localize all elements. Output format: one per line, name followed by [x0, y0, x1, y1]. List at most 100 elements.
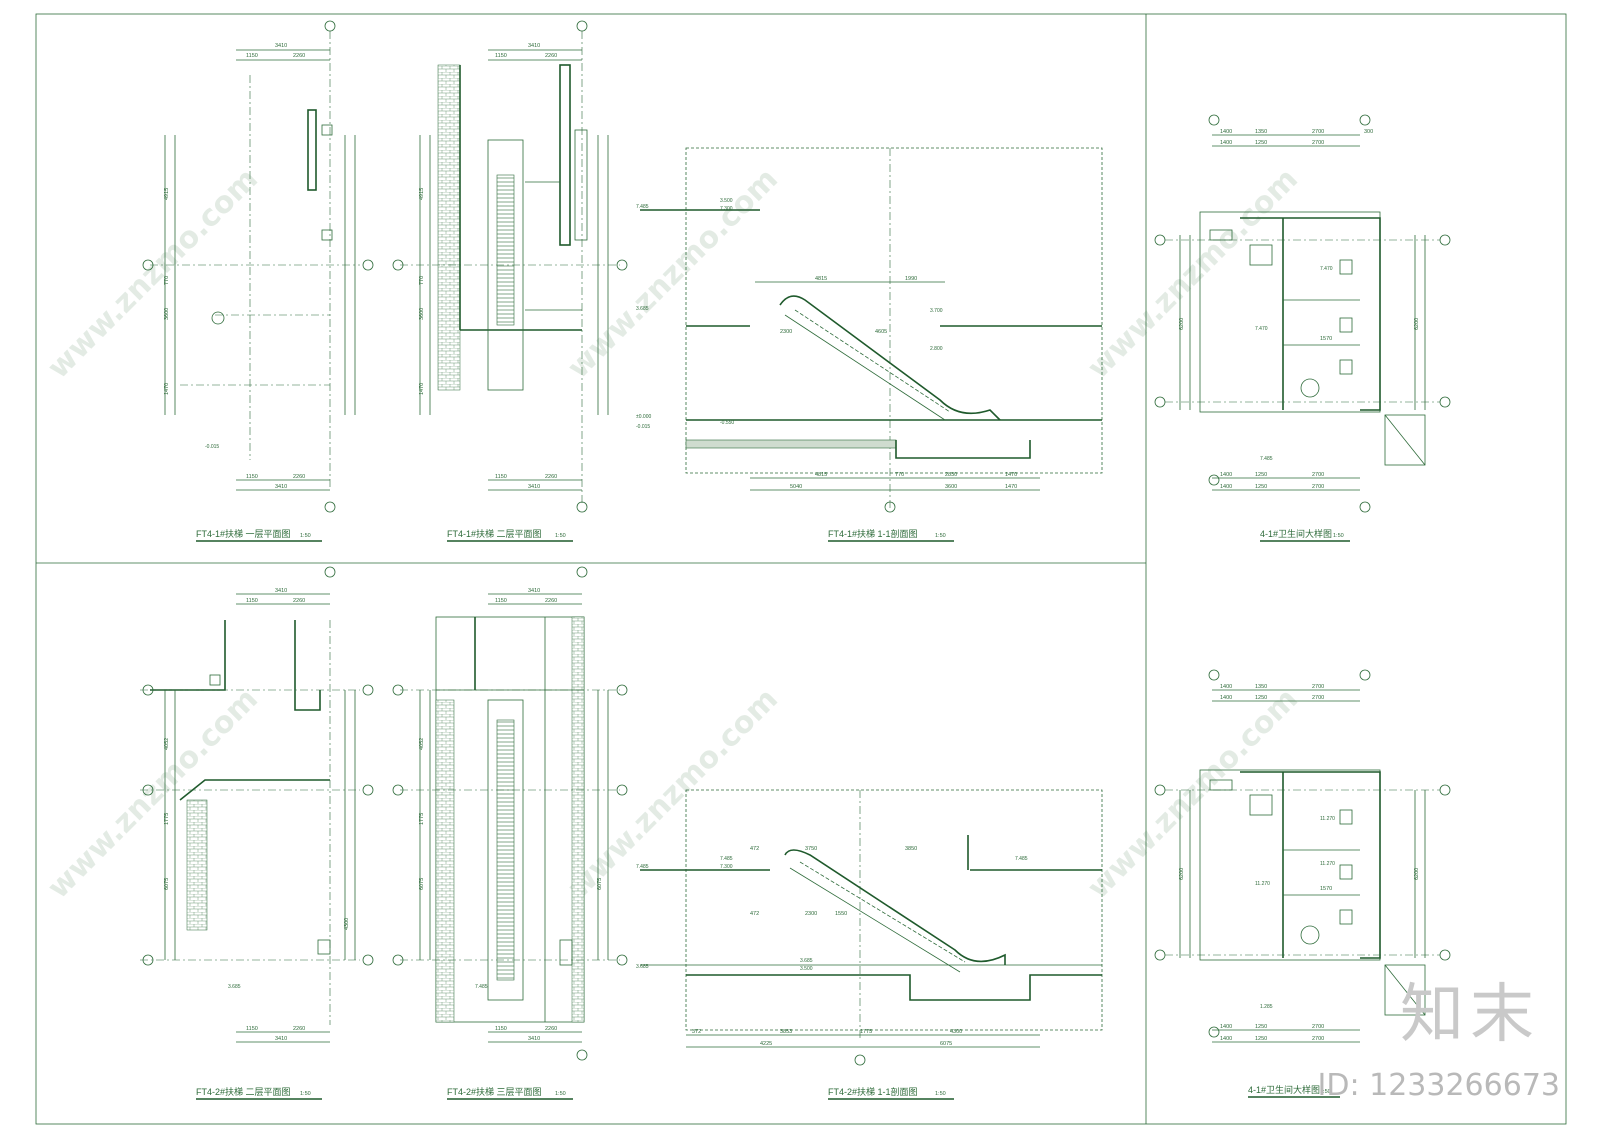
section-ft42: 7.485 3.685 7.485 7.300 7.485 3.685 3.50…: [636, 789, 1103, 1100]
sheet-frame: [35, 13, 1567, 1125]
svg-text:1250: 1250: [1255, 472, 1267, 478]
image-id-text: ID: 1233266673: [1317, 1068, 1560, 1103]
svg-text:7.300: 7.300: [720, 206, 733, 212]
svg-text:-0.550: -0.550: [720, 420, 734, 426]
svg-text:±0.000: ±0.000: [636, 414, 651, 420]
dim-h3: 3600: [164, 308, 170, 320]
svg-text:1470: 1470: [1005, 484, 1017, 490]
svg-text:7.485: 7.485: [1015, 856, 1028, 862]
svg-text:3.685: 3.685: [636, 306, 649, 312]
dim-h4: 1470: [164, 383, 170, 395]
svg-text:4225: 4225: [760, 1041, 772, 1047]
svg-text:6200: 6200: [1414, 868, 1420, 880]
svg-text:7.485: 7.485: [475, 984, 488, 990]
svg-text:1150: 1150: [246, 598, 258, 604]
svg-text:1250: 1250: [1255, 1036, 1267, 1042]
svg-text:2700: 2700: [1312, 684, 1324, 690]
svg-text:3.500: 3.500: [800, 966, 813, 972]
section-ft41: 7.485 3.685 ±0.000 -0.015 -0.550 3.700 2…: [636, 147, 1103, 542]
svg-text:7.485: 7.485: [1260, 456, 1273, 462]
svg-text:1775: 1775: [419, 813, 425, 825]
svg-text:2.800: 2.800: [930, 346, 943, 352]
svg-text:1:50: 1:50: [1320, 1089, 1331, 1095]
svg-text:1550: 1550: [835, 911, 847, 917]
drawing-title: 4-1#卫生间大样图: [1248, 1084, 1320, 1095]
drawing-title: FT4-1#扶梯 一层平面图: [196, 528, 291, 539]
svg-text:3750: 3750: [805, 846, 817, 852]
svg-text:2260: 2260: [545, 474, 557, 480]
svg-text:3410: 3410: [275, 484, 287, 490]
svg-text:2700: 2700: [1312, 472, 1324, 478]
plan-ft41-floor2: 3410 1150 2260 4915 770 3600 1470 1150 2…: [392, 20, 628, 542]
svg-text:1400: 1400: [1220, 684, 1232, 690]
svg-text:1400: 1400: [1220, 129, 1232, 135]
svg-text:4300: 4300: [950, 1029, 962, 1035]
svg-text:2300: 2300: [805, 911, 817, 917]
drawing-title: FT4-1#扶梯 1-1剖面图: [828, 528, 918, 539]
svg-text:2700: 2700: [1312, 484, 1324, 490]
watermark-text: www.znzmo.com: [561, 682, 785, 906]
svg-text:1:50: 1:50: [300, 1091, 311, 1097]
svg-text:4915: 4915: [419, 188, 425, 200]
svg-text:3410: 3410: [275, 588, 287, 594]
drawing-title: 4-1#卫生间大样图: [1260, 528, 1332, 539]
svg-text:1400: 1400: [1220, 1036, 1232, 1042]
svg-text:7.470: 7.470: [1255, 326, 1268, 332]
svg-text:3.500: 3.500: [720, 198, 733, 204]
svg-text:4815: 4815: [815, 472, 827, 478]
svg-text:3.700: 3.700: [930, 308, 943, 314]
plan-ft42-floor3: 3410 1150 2260 4052 1775 6075 6075 7.485…: [392, 566, 628, 1100]
svg-text:6200: 6200: [1179, 318, 1185, 330]
svg-text:1570: 1570: [1320, 336, 1332, 342]
dim-h1: 4915: [164, 188, 170, 200]
drawing-title: FT4-2#扶梯 三层平面图: [447, 1086, 542, 1097]
svg-text:1150: 1150: [495, 1026, 507, 1032]
watermark-text: www.znzmo.com: [561, 162, 785, 386]
svg-text:6075: 6075: [419, 878, 425, 890]
svg-text:3600: 3600: [945, 484, 957, 490]
watermark-text: www.znzmo.com: [1081, 162, 1305, 386]
svg-text:11.270: 11.270: [1320, 861, 1335, 867]
svg-text:1350: 1350: [1255, 684, 1267, 690]
svg-text:3410: 3410: [528, 588, 540, 594]
svg-text:1:50: 1:50: [935, 1091, 946, 1097]
plan-ft41-floor1: 3410 1150 2260 4915 770 3600 1470 -0.015…: [142, 20, 374, 542]
svg-text:6075: 6075: [164, 878, 170, 890]
svg-text:1990: 1990: [905, 276, 917, 282]
svg-text:3.685: 3.685: [800, 958, 813, 964]
svg-text:6200: 6200: [1179, 868, 1185, 880]
svg-text:2260: 2260: [545, 53, 557, 59]
svg-text:3850: 3850: [905, 846, 917, 852]
svg-text:2830: 2830: [945, 472, 957, 478]
svg-text:7.470: 7.470: [1320, 266, 1333, 272]
svg-text:6075: 6075: [597, 878, 603, 890]
svg-text:4815: 4815: [815, 276, 827, 282]
svg-text:-0.015: -0.015: [636, 424, 650, 430]
svg-text:1:50: 1:50: [555, 1091, 566, 1097]
drawing-title: FT4-1#扶梯 二层平面图: [447, 528, 542, 539]
svg-text:2700: 2700: [1312, 1024, 1324, 1030]
svg-text:6075: 6075: [940, 1041, 952, 1047]
svg-text:1250: 1250: [1255, 140, 1267, 146]
svg-text:1400: 1400: [1220, 695, 1232, 701]
svg-text:1:50: 1:50: [935, 533, 946, 539]
svg-text:1150: 1150: [246, 1026, 258, 1032]
svg-text:3410: 3410: [275, 1036, 287, 1042]
svg-text:1150: 1150: [495, 598, 507, 604]
drawing-title: FT4-2#扶梯 二层平面图: [196, 1086, 291, 1097]
brand-logo-text: 知末: [1400, 978, 1540, 1052]
svg-text:1775: 1775: [164, 813, 170, 825]
svg-text:1400: 1400: [1220, 472, 1232, 478]
svg-text:2260: 2260: [293, 474, 305, 480]
svg-text:3410: 3410: [528, 43, 540, 49]
svg-text:1:50: 1:50: [1333, 533, 1344, 539]
svg-text:1150: 1150: [246, 474, 258, 480]
svg-text:2260: 2260: [545, 1026, 557, 1032]
svg-text:7.485: 7.485: [720, 856, 733, 862]
svg-text:4052: 4052: [164, 738, 170, 750]
svg-text:11.270: 11.270: [1255, 881, 1270, 887]
watermark-text: www.znzmo.com: [1081, 682, 1305, 906]
svg-text:1470: 1470: [1005, 472, 1017, 478]
drawing-title: FT4-2#扶梯 1-1剖面图: [828, 1086, 918, 1097]
detail-toilet-top: 1400 1350 2700 300 1400 1250 2700 7.470 …: [1154, 114, 1451, 542]
